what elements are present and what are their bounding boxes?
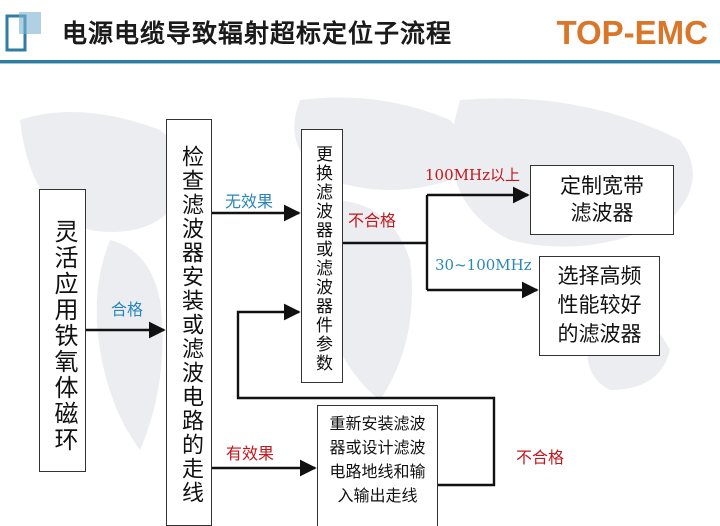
box-choose-filter-text: 选择高频性能较好的滤波器: [557, 264, 642, 346]
label-pass: 合格: [111, 300, 144, 319]
label-freq-high: 100MHz以上: [425, 166, 520, 184]
box-custom-filter-text: 定制宽带滤波器: [560, 174, 644, 225]
label-freq-mid: 30~100MHz: [435, 256, 532, 274]
box-reinstall: 重新安装滤波器或设计滤波电路地线和输入输出走线: [317, 405, 438, 526]
label-no-effect: 无效果: [225, 192, 274, 211]
box-ferrite: 灵活应用铁氧体磁环: [39, 189, 86, 472]
slide-logo-icon: [5, 12, 41, 52]
header: 电源电缆导致辐射超标定位子流程 TOP-EMC: [0, 0, 720, 64]
header-rule: [0, 60, 720, 64]
arrow-reinstall-loop-back: [236, 303, 496, 487]
box-replace-filter: 更换滤波器或滤波器件参数: [301, 129, 343, 383]
page-title: 电源电缆导致辐射超标定位子流程: [62, 19, 453, 48]
brand-logo: TOP-EMC: [556, 14, 708, 51]
label-fail-1: 不合格: [348, 211, 397, 230]
box-custom-filter: 定制宽带滤波器: [530, 165, 674, 235]
label-fail-2: 不合格: [516, 448, 565, 467]
label-effective: 有效果: [226, 444, 275, 463]
box-reinstall-text: 重新安装滤波器或设计滤波电路地线和输入输出走线: [329, 414, 426, 505]
box-check-filter: 检查滤波器安装或滤波电路的走线: [166, 119, 212, 526]
box-choose-filter: 选择高频性能较好的滤波器: [539, 256, 660, 356]
